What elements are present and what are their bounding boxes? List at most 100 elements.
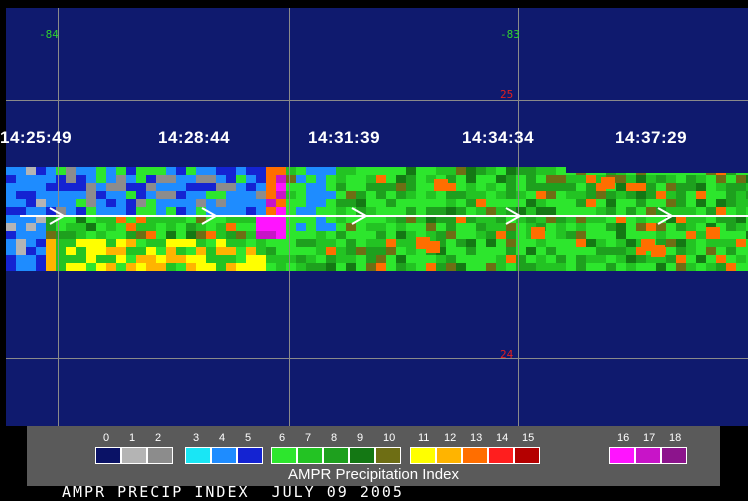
swath-cell (46, 191, 56, 199)
legend-label: 2 (155, 432, 162, 444)
swath-image (6, 167, 748, 271)
swath-cell (296, 263, 306, 271)
swath-cell (386, 183, 396, 191)
swath-cell (506, 183, 516, 191)
swath-cell (516, 223, 526, 231)
swath-cell (546, 231, 556, 239)
swath-cell (26, 207, 36, 215)
swath-cell (726, 183, 736, 191)
swath-cell (696, 215, 706, 223)
swath-cell (696, 175, 706, 183)
swath-cell (66, 183, 76, 191)
swath-cell (746, 215, 748, 223)
swath-cell (146, 231, 156, 239)
legend-label: 4 (219, 432, 226, 444)
swath-cell (646, 175, 656, 183)
swath-cell (706, 191, 716, 199)
swath-cell (176, 239, 186, 247)
swath-cell (686, 207, 696, 215)
swath-cell (236, 167, 246, 175)
swath-cell (226, 183, 236, 191)
swath-cell (616, 207, 626, 215)
swath-cell (226, 175, 236, 183)
swath-cell (676, 183, 686, 191)
longitude-label-84: -84 (39, 28, 59, 41)
swath-cell (16, 223, 26, 231)
swath-cell (216, 175, 226, 183)
swath-cell (486, 183, 496, 191)
legend-label: 6 (279, 432, 286, 444)
swath-cell (346, 183, 356, 191)
swath-cell (676, 175, 686, 183)
swath-cell (366, 167, 376, 175)
swath-cell (576, 247, 586, 255)
swath-cell (36, 263, 46, 271)
swath-cell (426, 231, 436, 239)
swath-cell (316, 247, 326, 255)
swath-cell (456, 247, 466, 255)
swath-cell (136, 199, 146, 207)
swath-cell (506, 231, 516, 239)
swath-cell (336, 191, 346, 199)
swath-cell (246, 215, 256, 223)
swath-cell (126, 207, 136, 215)
swath-cell (626, 255, 636, 263)
swath-cell (316, 191, 326, 199)
swath-cell (236, 231, 246, 239)
swath-cell (446, 167, 456, 175)
swath-cell (26, 247, 36, 255)
swath-cell (206, 247, 216, 255)
swath-cell (76, 231, 86, 239)
swath-cell (16, 167, 26, 175)
swath-cell (656, 223, 666, 231)
swath-cell (276, 231, 286, 239)
swath-cell (86, 231, 96, 239)
swath-cell (646, 223, 656, 231)
swath-cell (86, 247, 96, 255)
swath-cell (566, 263, 576, 271)
swath-cell (746, 247, 748, 255)
swath-cell (586, 239, 596, 247)
swath-cell (696, 223, 706, 231)
swath-cell (266, 223, 276, 231)
swath-cell (696, 239, 706, 247)
swath-cell (266, 247, 276, 255)
swath-cell (46, 263, 56, 271)
swath-cell (326, 239, 336, 247)
swath-cell (666, 239, 676, 247)
swath-cell (326, 183, 336, 191)
swath-cell (496, 167, 506, 175)
track-time-4: 14:34:34 (462, 128, 535, 147)
swath-cell (76, 207, 86, 215)
swath-cell (546, 191, 556, 199)
swath-cell (586, 175, 596, 183)
swath-cell (236, 255, 246, 263)
swath-cell (306, 207, 316, 215)
swath-cell (586, 223, 596, 231)
swath-cell (456, 207, 466, 215)
swath-cell (36, 175, 46, 183)
swath-cell (566, 207, 576, 215)
swath-cell (306, 231, 316, 239)
swath-cell (106, 167, 116, 175)
swath-cell (186, 175, 196, 183)
swath-cell (486, 207, 496, 215)
swath-cell (256, 247, 266, 255)
swath-cell (306, 183, 316, 191)
swath-cell (246, 183, 256, 191)
swath-cell (516, 231, 526, 239)
swath-cell (146, 191, 156, 199)
swath-cell (126, 231, 136, 239)
swath-cell (686, 255, 696, 263)
swath-cell (286, 223, 296, 231)
legend-label: 10 (383, 432, 396, 444)
swath-cell (666, 183, 676, 191)
swath-cell (236, 215, 246, 223)
swath-cell (406, 231, 416, 239)
legend-swatch (323, 447, 349, 464)
swath-cell (186, 183, 196, 191)
swath-cell (746, 191, 748, 199)
swath-cell (136, 247, 146, 255)
swath-cell (176, 167, 186, 175)
swath-cell (116, 263, 126, 271)
